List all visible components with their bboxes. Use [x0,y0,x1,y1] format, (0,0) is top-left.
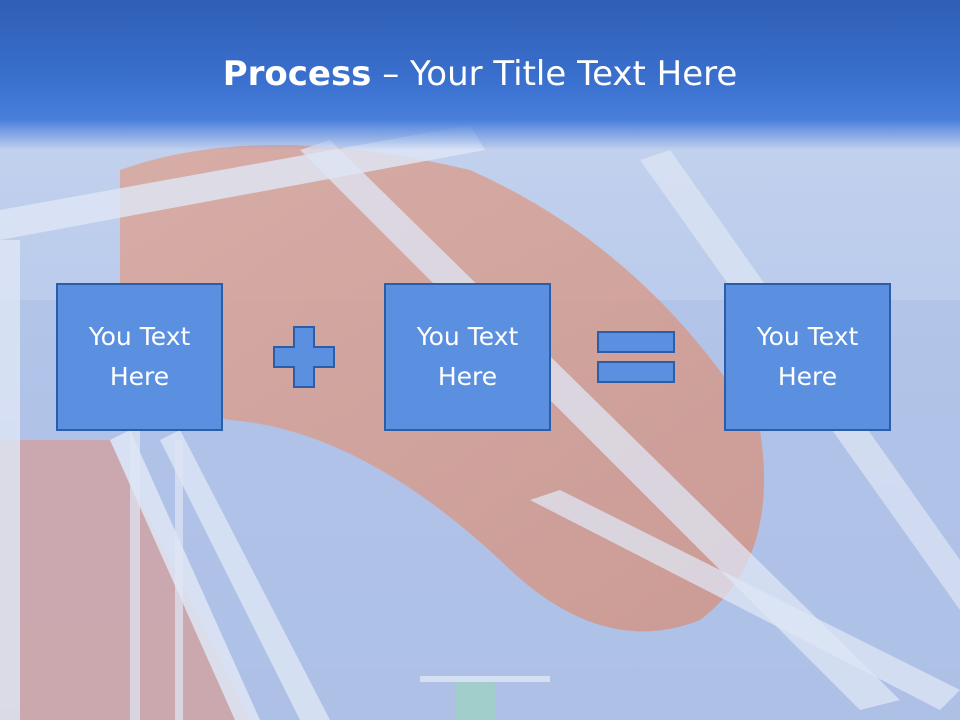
plus-icon [273,326,335,388]
process-box-3-label: You Text Here [756,322,859,391]
title-band [0,0,960,150]
equals-icon [597,331,675,383]
process-box-2-label: You Text Here [416,322,519,391]
process-box-3[interactable]: You Text Here [724,283,891,431]
process-box-2[interactable]: You Text Here [384,283,551,431]
process-box-1[interactable]: You Text Here [56,283,223,431]
title-rest-part: – Your Title Text Here [371,54,738,94]
title-bold-part: Process [222,54,372,94]
slide-title[interactable]: Process – Your Title Text Here [0,52,960,96]
process-box-1-label: You Text Here [88,322,191,391]
